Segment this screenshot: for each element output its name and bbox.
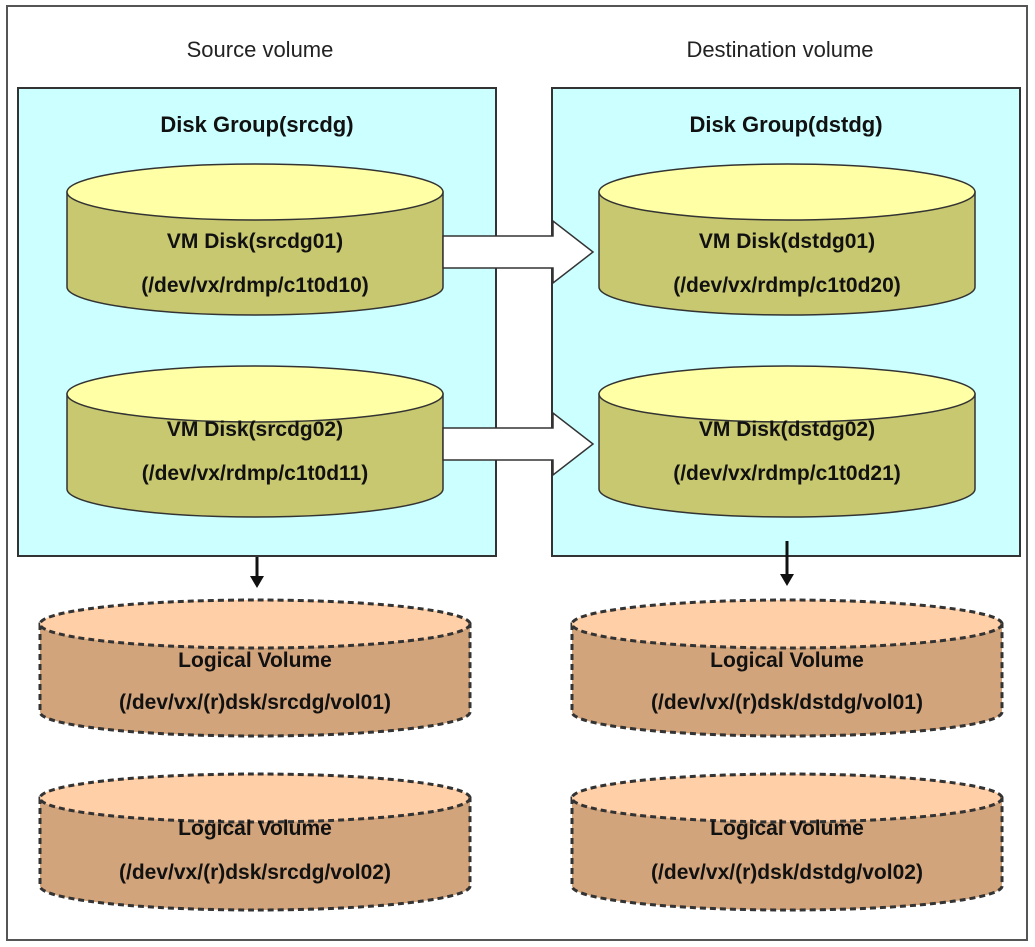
logical-volume-name: Logical Volume: [710, 649, 864, 672]
vm-disk-name: VM Disk(srcdg02): [166, 418, 344, 441]
vm-disk-name: VM Disk(dstdg01): [698, 230, 876, 253]
vm-disk-path: (/dev/vx/rdmp/c1t0d11): [141, 462, 369, 485]
source-disk-group-title: Disk Group(srcdg): [160, 112, 354, 137]
logical-volume-path: (/dev/vx/(r)dsk/dstdg/vol02): [651, 861, 923, 884]
vm-disk-cylinder-shape: [598, 365, 976, 518]
vm-disk-path: (/dev/vx/rdmp/c1t0d10): [141, 274, 369, 297]
destination-column-title: Destination volume: [686, 37, 874, 62]
logical-volume-name: Logical Volume: [178, 649, 332, 672]
logical-volume-cylinder-shape: [570, 772, 1004, 912]
destination-disk-group-title: Disk Group(dstdg): [689, 112, 883, 137]
destination-logical-volume-1: Logical Volume (/dev/vx/(r)dsk/dstdg/vol…: [570, 598, 1004, 738]
vm-disk-name: VM Disk(dstdg02): [698, 418, 876, 441]
destination-vm-disk-2: VM Disk(dstdg02) (/dev/vx/rdmp/c1t0d21): [597, 364, 977, 519]
source-vm-disk-1: VM Disk(srcdg01) (/dev/vx/rdmp/c1t0d10): [65, 162, 445, 317]
logical-volume-cylinder-shape: [38, 598, 472, 738]
vm-disk-path: (/dev/vx/rdmp/c1t0d21): [673, 462, 901, 485]
vm-disk-name: VM Disk(srcdg01): [166, 230, 344, 253]
logical-volume-path: (/dev/vx/(r)dsk/srcdg/vol01): [119, 691, 391, 714]
destination-down-arrow-icon: [780, 541, 794, 586]
source-logical-volume-1: Logical Volume (/dev/vx/(r)dsk/srcdg/vol…: [38, 598, 472, 738]
source-down-arrow-icon: [250, 557, 264, 588]
copy-arrow-1-icon: [442, 219, 595, 285]
logical-volume-path: (/dev/vx/(r)dsk/dstdg/vol01): [651, 691, 923, 714]
copy-arrow-2-icon: [442, 411, 595, 477]
logical-volume-cylinder-shape: [38, 772, 472, 912]
logical-volume-name: Logical Volume: [178, 817, 332, 840]
logical-volume-path: (/dev/vx/(r)dsk/srcdg/vol02): [119, 861, 391, 884]
source-vm-disk-2: VM Disk(srcdg02) (/dev/vx/rdmp/c1t0d11): [65, 364, 445, 519]
vm-disk-cylinder-shape: [66, 365, 444, 518]
vm-disk-cylinder-shape: [598, 163, 976, 316]
destination-logical-volume-2: Logical Volume (/dev/vx/(r)dsk/dstdg/vol…: [570, 772, 1004, 912]
source-logical-volume-2: Logical Volume (/dev/vx/(r)dsk/srcdg/vol…: [38, 772, 472, 912]
vm-disk-path: (/dev/vx/rdmp/c1t0d20): [673, 274, 901, 297]
logical-volume-name: Logical Volume: [710, 817, 864, 840]
logical-volume-cylinder-shape: [570, 598, 1004, 738]
destination-vm-disk-1: VM Disk(dstdg01) (/dev/vx/rdmp/c1t0d20): [597, 162, 977, 317]
vm-disk-cylinder-shape: [66, 163, 444, 316]
source-column-title: Source volume: [186, 37, 334, 62]
